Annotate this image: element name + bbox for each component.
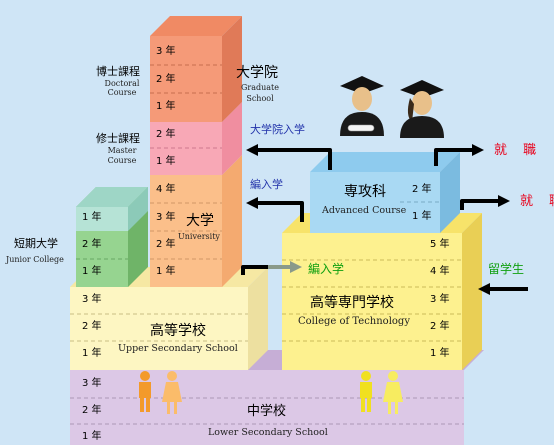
doctoral-en-1: Doctoral — [104, 79, 140, 88]
doctoral-label: 博士課程 — [96, 65, 140, 78]
university-en: University — [178, 232, 220, 241]
advanced-year-2: 2 年 — [412, 184, 432, 195]
graduate-entry-label: 大学院入学 — [250, 123, 305, 136]
doctoral-year-3: 3 年 — [156, 46, 176, 57]
advanced-course-en: Advanced Course — [322, 205, 407, 216]
lower-year-3: 3 年 — [82, 378, 102, 389]
college-technology-en: College of Technology — [298, 316, 410, 327]
university-year-4: 4 年 — [156, 184, 176, 195]
graduate-school-en-2: School — [246, 94, 274, 103]
university-year-2: 2 年 — [156, 239, 176, 250]
junior-college-block — [76, 187, 148, 287]
graduate-male-icon — [340, 76, 384, 136]
master-block — [150, 102, 242, 175]
doctoral-en-2: Course — [107, 88, 137, 97]
international-students-label: 留学生 — [488, 262, 525, 276]
lower-secondary-en: Lower Secondary School — [208, 427, 328, 438]
tech-year-3: 3 年 — [430, 294, 450, 305]
tech-transfer-label: 編入学 — [308, 262, 345, 276]
graduate-female-icon — [400, 80, 444, 138]
graduate-school-en-1: Graduate — [241, 83, 279, 92]
doctoral-block — [150, 16, 242, 122]
arrows — [241, 144, 528, 295]
junior-year-top: 1 年 — [82, 212, 102, 223]
graduates-illustration — [340, 76, 444, 138]
upper-secondary-title: 高等学校 — [150, 323, 206, 339]
junior-year-2: 2 年 — [82, 239, 102, 250]
master-en-1: Master — [107, 146, 137, 155]
junior-year-1: 1 年 — [82, 266, 102, 277]
students-left-icon — [139, 371, 182, 414]
university-year-3: 3 年 — [156, 212, 176, 223]
doctoral-year-2: 2 年 — [156, 74, 176, 85]
junior-college-label: 短期大学 — [14, 237, 58, 250]
tech-year-1: 1 年 — [430, 348, 450, 359]
junior-college-en: Junior College — [6, 255, 64, 264]
tech-year-2: 2 年 — [430, 321, 450, 332]
master-year-2: 2 年 — [156, 129, 176, 140]
students-right-icon — [360, 371, 403, 414]
university-title: 大学 — [186, 213, 214, 229]
university-transfer-label: 編入学 — [250, 178, 283, 191]
employment-label-1: 就 職 — [494, 143, 543, 158]
master-en-2: Course — [107, 156, 137, 165]
upper-year-2: 2 年 — [82, 321, 102, 332]
upper-secondary-en: Upper Secondary School — [118, 343, 238, 354]
university-block — [150, 155, 242, 287]
employment-label-2: 就 職 — [520, 194, 554, 209]
college-technology-title: 高等専門学校 — [310, 295, 394, 311]
doctoral-year-1: 1 年 — [156, 101, 176, 112]
graduate-school-title: 大学院 — [236, 65, 278, 81]
college-technology-block — [282, 213, 482, 370]
upper-year-1: 1 年 — [82, 348, 102, 359]
master-year-1: 1 年 — [156, 156, 176, 167]
lower-secondary-title: 中学校 — [247, 404, 287, 419]
tech-year-5: 5 年 — [430, 239, 450, 250]
tech-year-4: 4 年 — [430, 266, 450, 277]
lower-year-1: 1 年 — [82, 431, 102, 442]
advanced-course-block — [310, 152, 460, 233]
lower-year-2: 2 年 — [82, 405, 102, 416]
advanced-course-title: 専攻科 — [344, 184, 386, 200]
advanced-year-1: 1 年 — [412, 211, 432, 222]
master-label: 修士課程 — [96, 132, 140, 145]
university-year-1: 1 年 — [156, 266, 176, 277]
upper-year-3: 3 年 — [82, 294, 102, 305]
